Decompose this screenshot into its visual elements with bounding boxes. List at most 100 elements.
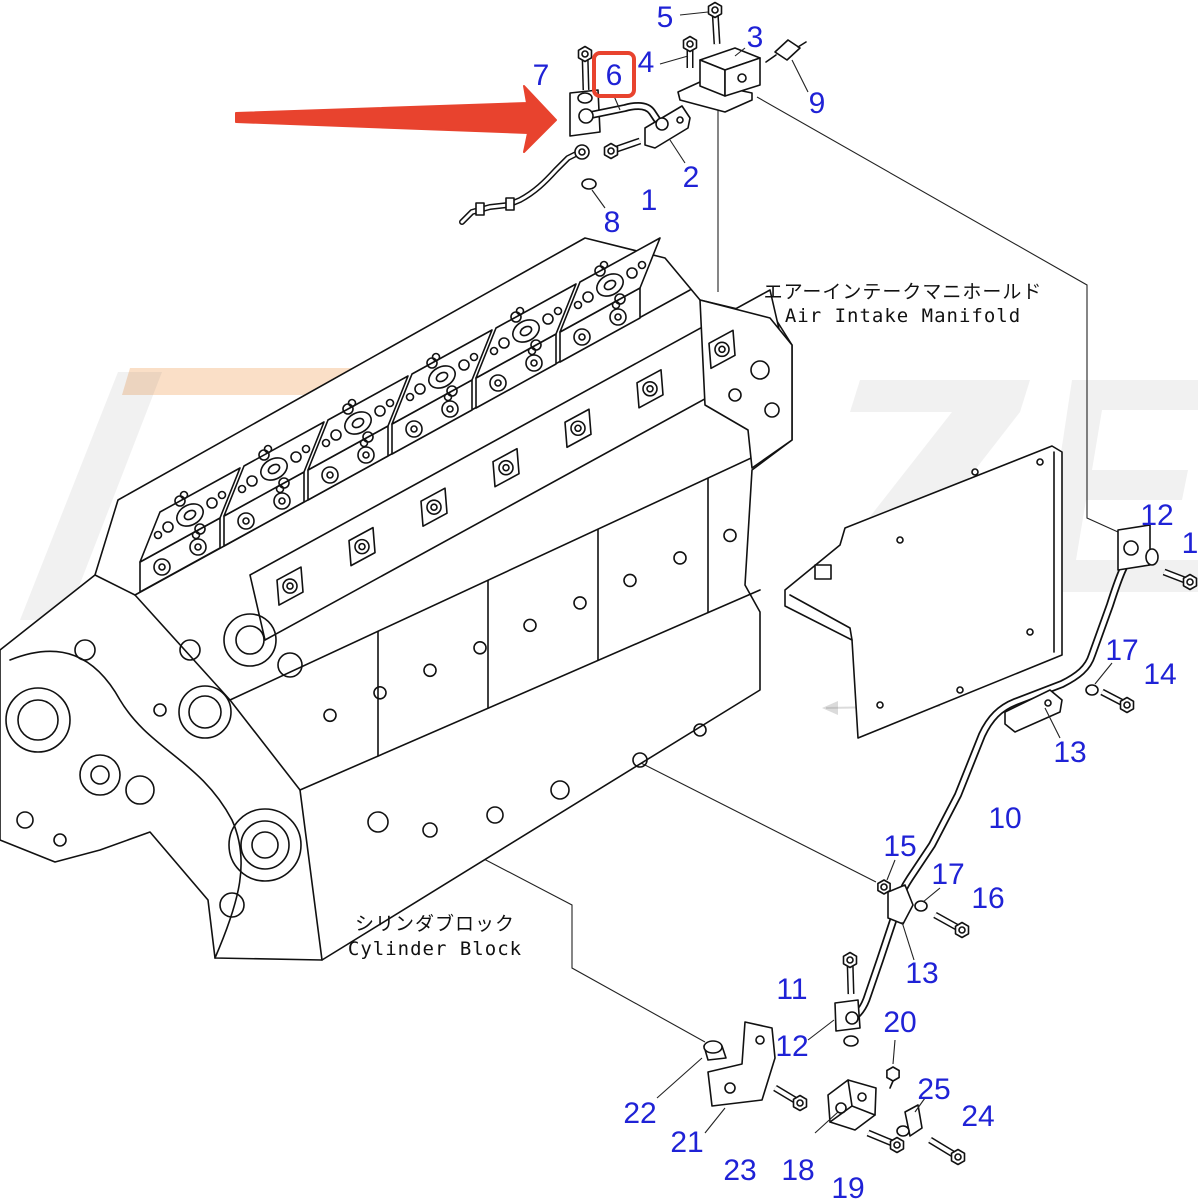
head-bolt: [237, 484, 247, 494]
panel-hole: [956, 686, 964, 694]
block-bolt-hole: [673, 551, 687, 565]
head-bolt: [469, 352, 479, 362]
front-cover-boss: [5, 687, 71, 753]
bolt-head: [577, 45, 593, 63]
front-cover-bore: [90, 765, 110, 785]
panel-hole: [1036, 458, 1044, 466]
watermark-letter: [1040, 380, 1198, 592]
injector-bore: [344, 411, 372, 435]
sensor-9-thread: [765, 54, 777, 63]
callout-18: 18: [781, 1154, 814, 1187]
bolt-head: [603, 142, 619, 160]
head-bolt: [599, 260, 609, 270]
injector-hole: [603, 279, 617, 291]
hose-core: [460, 150, 582, 224]
valve-port: [162, 521, 174, 533]
tube-assembly: [834, 524, 1159, 1047]
cylinder-head-top: [391, 329, 493, 425]
sensor-20: [886, 1066, 900, 1089]
leader-line: [914, 1097, 926, 1113]
head-bolt: [405, 392, 415, 402]
manifold-bolt: [498, 459, 514, 476]
leader-line: [659, 55, 689, 65]
valve-port: [458, 359, 470, 371]
valve-port: [246, 475, 258, 487]
leader-line: [922, 887, 941, 903]
callout-10: 10: [988, 802, 1021, 835]
side-panel-tab: [814, 564, 832, 580]
front-cover-bolt: [179, 639, 201, 661]
block-lower-line: [299, 589, 761, 791]
panel-hole: [971, 468, 979, 476]
block-3-side: [724, 57, 761, 97]
head-bolt: [301, 444, 311, 454]
valve-port: [414, 383, 426, 395]
callout-19: 19: [831, 1172, 864, 1200]
bolt-head: [682, 35, 698, 53]
cylinder-block-drawing: [0, 237, 793, 961]
cylinder-head-top: [223, 421, 325, 517]
callout-1: 1: [641, 184, 658, 217]
head-bolt: [637, 260, 647, 270]
block-bolt-hole: [423, 663, 437, 678]
callout-20: 20: [883, 1006, 916, 1039]
front-cover-bolt: [74, 639, 96, 661]
washer: [896, 1125, 910, 1137]
water-pump-boss: [223, 613, 277, 667]
manifold-boss: [420, 487, 448, 527]
manifold-bolt: [570, 420, 586, 437]
panel-hole: [1026, 628, 1034, 636]
banjo-hole: [578, 148, 586, 156]
head-bolt: [573, 300, 583, 310]
sensor-9: [774, 39, 801, 61]
injector-hole: [183, 509, 197, 521]
head-front-port: [405, 420, 423, 438]
leader-line: [791, 59, 809, 93]
front-cover-bolt: [153, 703, 167, 717]
front-cover-bolt: [277, 652, 303, 678]
head-front-port: [237, 512, 255, 530]
head-front-port-hole: [194, 543, 202, 551]
crankcase-hole: [693, 723, 707, 737]
head-front-port: [489, 374, 507, 392]
head-front-port: [573, 328, 591, 346]
bolt-16: [933, 911, 970, 939]
callout-25: 25: [917, 1073, 950, 1106]
washer: [1145, 548, 1159, 566]
sensor-thread: [889, 1080, 894, 1089]
bolt-head-face: [1123, 701, 1131, 709]
highlight-arrow: [235, 85, 557, 153]
head-front-port-hole: [446, 405, 454, 413]
tube-fitting: [845, 1011, 859, 1025]
block-bolt-hole: [523, 618, 537, 633]
manifold-bolt-hole: [646, 384, 654, 393]
bolt-head-face: [711, 6, 719, 14]
sensor-9-terminal: [797, 41, 807, 48]
cylinder-head: [559, 237, 661, 363]
bolt-head-face: [581, 50, 589, 58]
front-cover-bore: [251, 831, 279, 859]
front-cover-bore: [17, 699, 59, 741]
leader-line: [814, 1111, 839, 1134]
leader-line: [439, 835, 706, 1043]
head-front-port: [189, 538, 207, 556]
manifold-boss: [708, 329, 736, 370]
bolt-head: [889, 1136, 905, 1154]
head-front-port: [609, 308, 627, 326]
manifold-bolt: [714, 341, 730, 358]
callout-12-top: 12: [1140, 499, 1173, 532]
head-bolt: [385, 398, 395, 408]
front-cover-boss: [125, 775, 155, 805]
callout-21: 21: [670, 1126, 703, 1159]
manifold-end-port: [750, 360, 770, 380]
leader-line: [892, 1039, 896, 1065]
injector-bore: [260, 457, 288, 481]
head-front-port-hole: [158, 563, 166, 571]
bracket-21: [707, 1021, 776, 1107]
injector-bore: [428, 365, 456, 389]
callout-24: 24: [961, 1100, 994, 1133]
washer: [577, 92, 593, 104]
callout-17-top: 17: [1105, 634, 1138, 667]
bolt-head-face: [954, 1153, 962, 1161]
